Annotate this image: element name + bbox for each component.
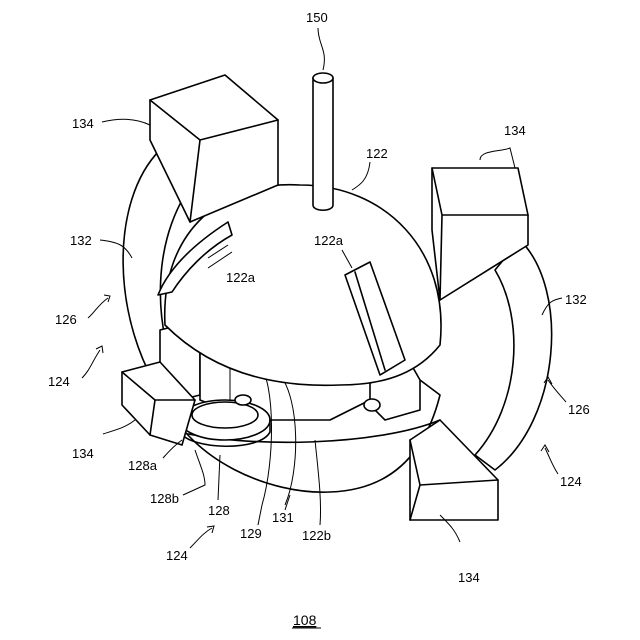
label-150: 150 — [306, 10, 328, 25]
label-128a: 128a — [128, 458, 158, 473]
label-132-right: 132 — [565, 292, 587, 307]
label-124-left: 124 — [48, 374, 70, 389]
label-124-bottom: 124 — [166, 548, 188, 563]
label-134-top-right: 134 — [504, 123, 526, 138]
label-126-right: 126 — [568, 402, 590, 417]
label-122a-left: 122a — [226, 270, 256, 285]
ring-inner — [192, 402, 258, 428]
right-outer-shell — [475, 240, 552, 470]
label-134-top-left: 134 — [72, 116, 94, 131]
label-132-left: 132 — [70, 233, 92, 248]
label-124-right: 124 — [560, 474, 582, 489]
label-128b: 128b — [150, 491, 179, 506]
figure-id: 108 — [293, 612, 317, 628]
label-134-bottom-left: 134 — [72, 446, 94, 461]
label-128: 128 — [208, 503, 230, 518]
label-131: 131 — [272, 510, 294, 525]
label-134-bottom-right: 134 — [458, 570, 480, 585]
label-129: 129 — [240, 526, 262, 541]
label-122: 122 — [366, 146, 388, 161]
block-bottom-right — [410, 420, 498, 520]
label-122b: 122b — [302, 528, 331, 543]
label-122a-right: 122a — [314, 233, 344, 248]
label-126-left: 126 — [55, 312, 77, 327]
shaft — [313, 78, 333, 210]
